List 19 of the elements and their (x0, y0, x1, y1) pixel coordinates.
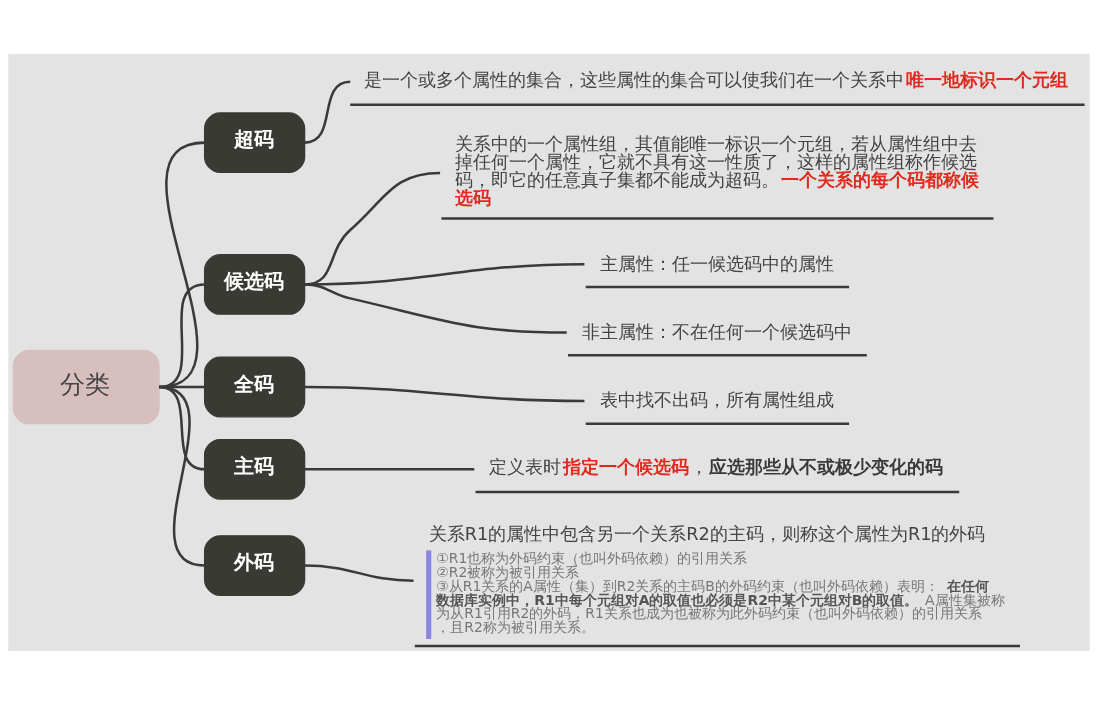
connector (304, 468, 475, 471)
node-text: 定义表时指定一个候选码，应选那些从不或极少变化的码 (489, 457, 943, 478)
connector (304, 564, 414, 582)
node-text: 是一个或多个属性的集合，这些属性的集合可以使我们在一个关系中唯一地标识一个元组 (364, 69, 1069, 90)
node-box: 全码 (203, 356, 306, 418)
node-box: 外码 (203, 535, 306, 596)
node-text: 表中找不出码，所有属性组成 (599, 390, 834, 411)
node-box: 超码 (203, 112, 306, 174)
node-box: 分类 (12, 349, 160, 425)
connector (304, 80, 351, 144)
node-text: 主属性：任一候选码中的属性 (599, 253, 834, 274)
node-label: 关系R1的属性中包含另一个关系R2的主码，则称这个属性为R1的外码 (428, 524, 986, 545)
node-box: 主码 (203, 438, 306, 500)
connector (158, 385, 205, 567)
connector (304, 385, 585, 403)
node-box: 候选码 (203, 254, 306, 315)
node-text: 非主属性：不在任何一个候选码中 (581, 321, 852, 342)
connector (304, 283, 567, 334)
node-text: 关系中的一个属性组，其值能唯一标识一个元组，若从属性组中去掉任何一个属性，它就不具有这一性质了，这样的属性组称作候选码，即它的任意真子集都不能成为超码。一个关系的每个码都称候选码 (455, 134, 979, 208)
